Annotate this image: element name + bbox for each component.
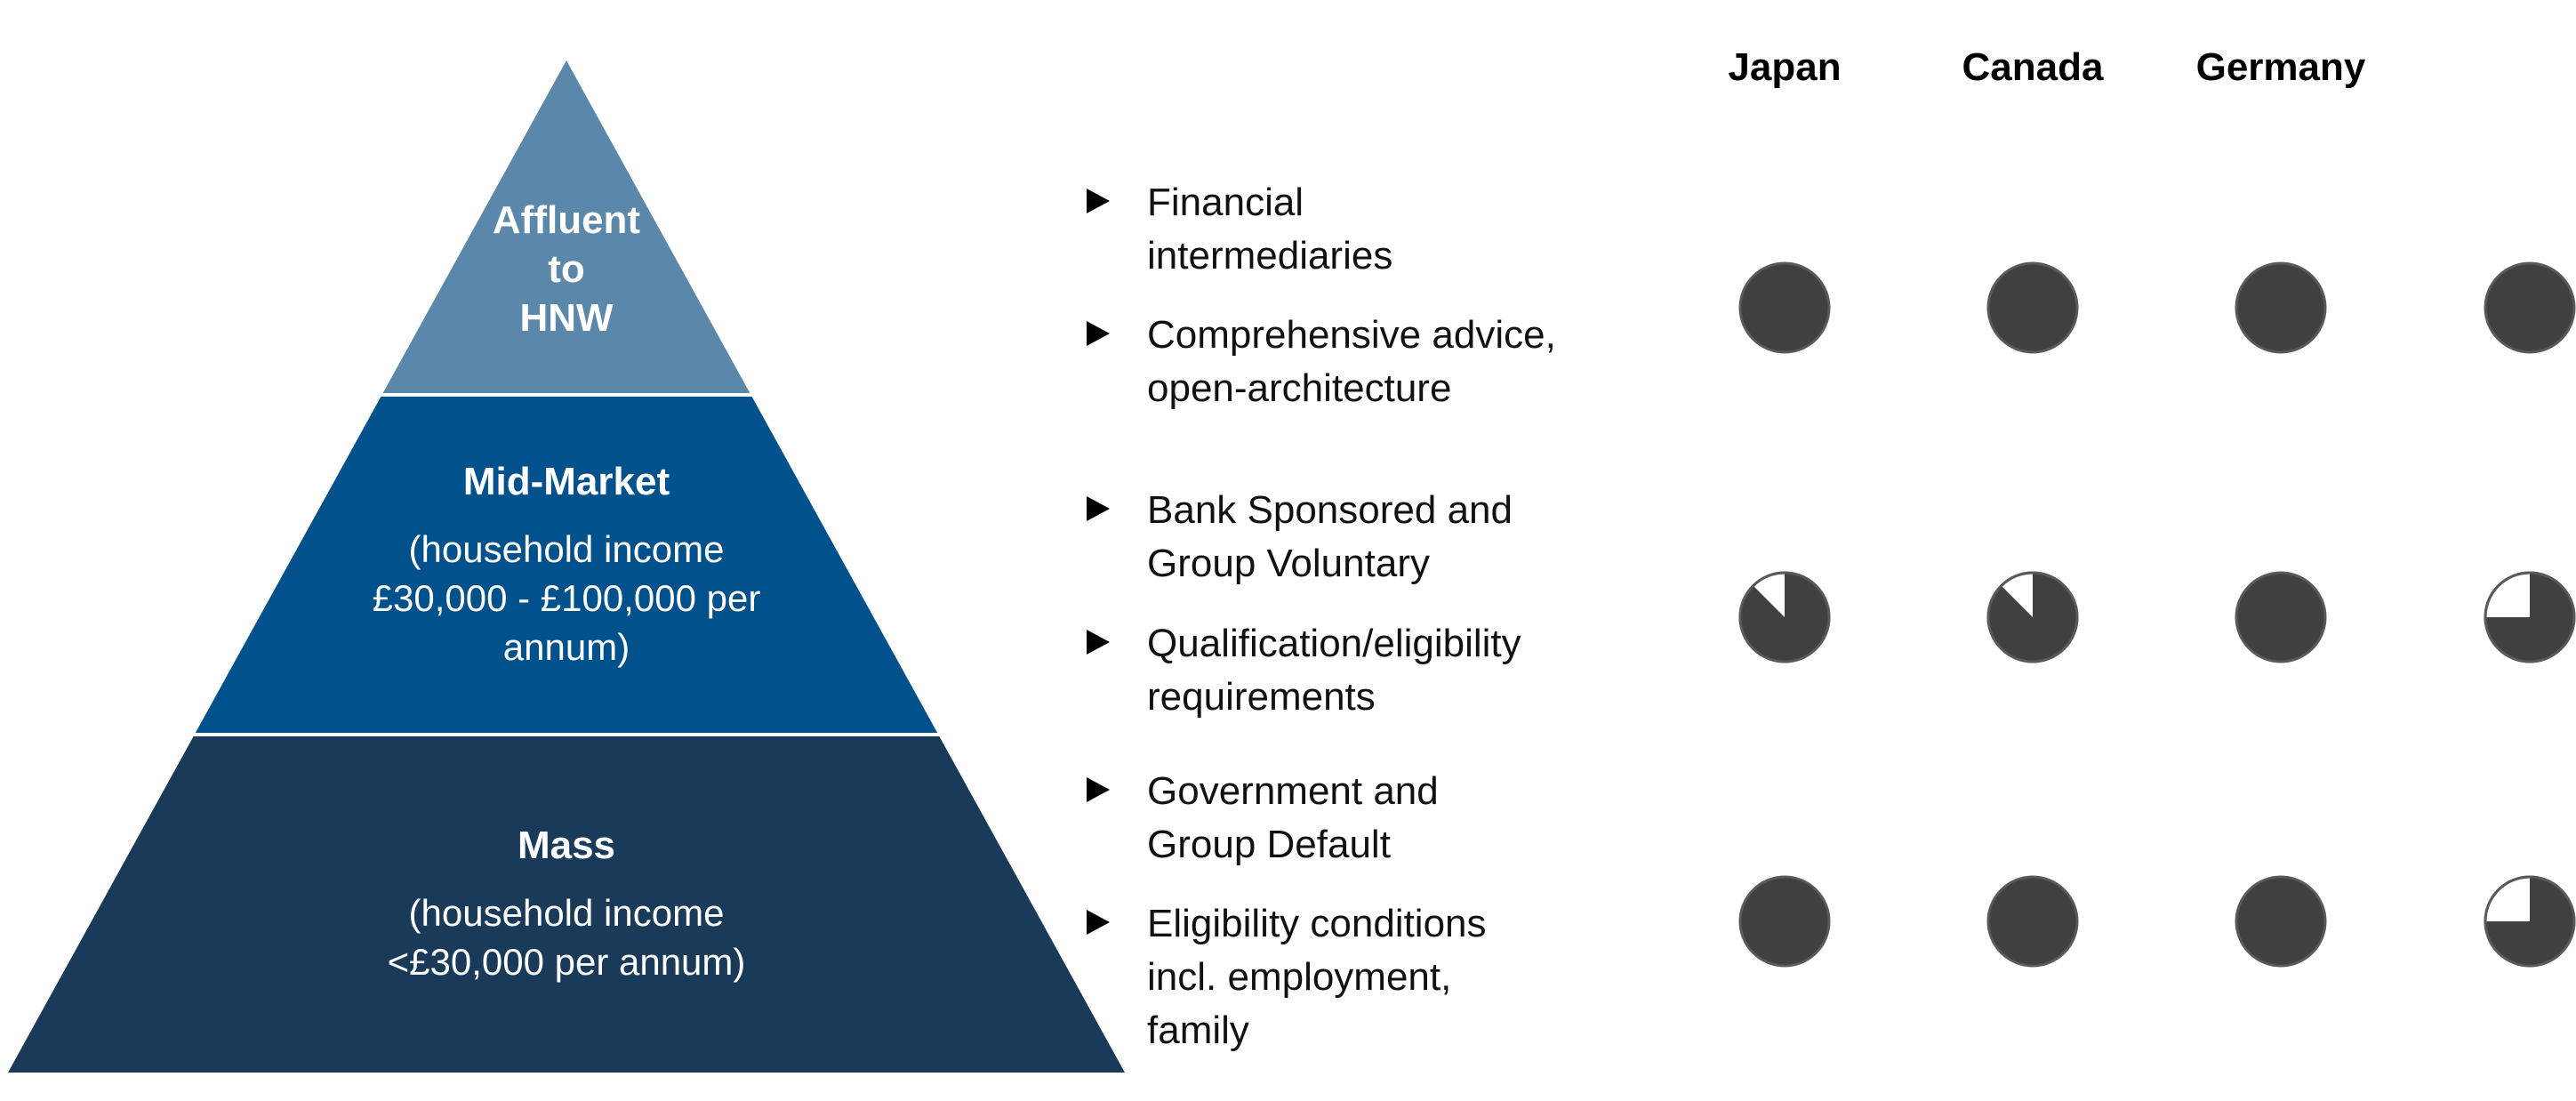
triangle-right-icon bbox=[1087, 189, 1110, 213]
pyramid-tier-mid-market bbox=[195, 397, 938, 733]
tier-subtitle-mid-market: annum) bbox=[503, 626, 630, 668]
bullet-text-line: Eligibility conditions bbox=[1147, 902, 1487, 945]
harvey-ball-fill bbox=[1739, 573, 1830, 662]
harvey-ball-icon bbox=[1738, 571, 1831, 663]
harvey-ball-outline bbox=[2484, 875, 2576, 968]
harvey-ball-fill bbox=[1738, 261, 1831, 354]
harvey-ball-icon bbox=[2484, 571, 2576, 663]
triangle-right-icon bbox=[1087, 630, 1110, 655]
bullet-text-line: requirements bbox=[1147, 675, 1376, 719]
harvey-ball-icon bbox=[1986, 875, 2079, 968]
bullet-text-line: Group Voluntary bbox=[1147, 542, 1430, 585]
harvey-ball-fill bbox=[1986, 261, 2079, 354]
harvey-ball-fill bbox=[1986, 875, 2079, 968]
harvey-ball-fill bbox=[2485, 877, 2574, 966]
harvey-ball-fill bbox=[2485, 573, 2574, 662]
tier-title-mass: Mass bbox=[518, 824, 615, 867]
bullet-text-line: Financial bbox=[1147, 181, 1304, 224]
harvey-ball-fill bbox=[1988, 573, 2078, 663]
tier-title-affluent: Affluent bbox=[493, 198, 641, 242]
triangle-right-icon bbox=[1087, 910, 1110, 935]
harvey-ball-outline bbox=[1738, 571, 1831, 663]
bullet-text-line: Comprehensive advice, bbox=[1147, 313, 1556, 357]
bullet-mass-2: Eligibility conditions incl. employment, f… bbox=[1087, 902, 1487, 1052]
bullet-text-line: Government and bbox=[1147, 769, 1439, 813]
bullet-mid-market-2: Qualification/eligibility requirements bbox=[1087, 622, 1521, 719]
tier-subtitle-mass: (household income bbox=[409, 892, 725, 934]
country-header-japan: Japan bbox=[1728, 45, 1841, 89]
harvey-ball-fill bbox=[1738, 875, 1831, 968]
bullet-text-line: intermediaries bbox=[1147, 234, 1392, 277]
tier-subtitle-mid-market: £30,000 - £100,000 per bbox=[373, 577, 761, 619]
bullet-text-line: Qualification/eligibility bbox=[1147, 622, 1521, 665]
triangle-right-icon bbox=[1087, 777, 1110, 802]
country-header-germany: Germany bbox=[2196, 45, 2366, 89]
harvey-ball-outline bbox=[2484, 571, 2576, 663]
tier-title-affluent: to bbox=[548, 247, 585, 291]
tier-title-affluent: HNW bbox=[519, 296, 614, 340]
harvey-ball-icon bbox=[2235, 571, 2327, 663]
bullet-text-line: Bank Sponsored and bbox=[1147, 488, 1513, 532]
harvey-ball-outline bbox=[1986, 571, 2079, 663]
harvey-ball-icon bbox=[2235, 261, 2327, 354]
harvey-ball-fill bbox=[2235, 571, 2327, 663]
tier-subtitle-mid-market: (household income bbox=[409, 528, 725, 570]
tier-title-mid-market: Mid-Market bbox=[463, 460, 670, 503]
harvey-ball-icon bbox=[2235, 875, 2327, 968]
harvey-ball-fill bbox=[2235, 261, 2327, 354]
pyramid-tier-affluent bbox=[382, 60, 750, 393]
bullet-text-line: family bbox=[1147, 1009, 1249, 1052]
tier-subtitle-mass: <£30,000 per annum) bbox=[388, 941, 746, 983]
bullet-affluent-1: Financial intermediaries bbox=[1087, 181, 1392, 277]
harvey-ball-icon bbox=[2484, 875, 2576, 968]
country-header-canada: Canada bbox=[1962, 45, 2104, 89]
bullet-affluent-2: Comprehensive advice, open-architecture bbox=[1087, 313, 1556, 410]
bullet-text-line: Group Default bbox=[1147, 823, 1391, 866]
pyramid-tier-mass bbox=[8, 736, 1125, 1073]
bullet-text-line: open-architecture bbox=[1147, 366, 1451, 410]
triangle-right-icon bbox=[1087, 321, 1110, 346]
harvey-ball-icon bbox=[2484, 261, 2576, 354]
harvey-ball-icon bbox=[1986, 571, 2079, 663]
triangle-right-icon bbox=[1087, 496, 1110, 521]
harvey-ball-fill bbox=[2484, 261, 2576, 354]
bullet-text-line: incl. employment, bbox=[1147, 955, 1451, 999]
harvey-ball-fill bbox=[2235, 875, 2327, 968]
harvey-ball-icon bbox=[1986, 261, 2079, 354]
harvey-ball-icon bbox=[1738, 875, 1831, 968]
harvey-ball-icon bbox=[1738, 261, 1831, 354]
